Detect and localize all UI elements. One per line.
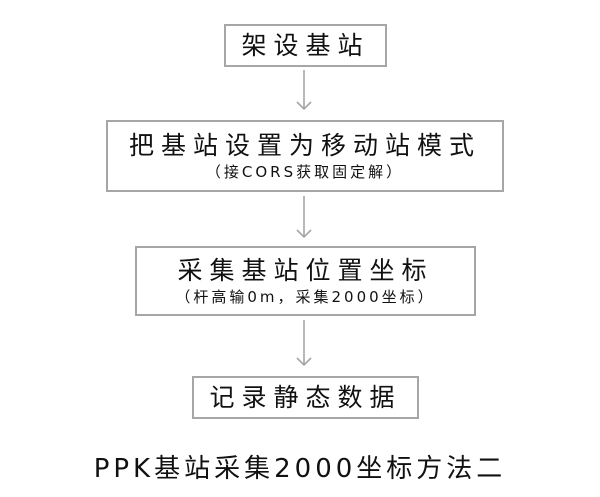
step-2-label: 把基站设置为移动站模式	[128, 130, 481, 160]
step-3-box: 采集基站位置坐标 （杆高输0m，采集2000坐标）	[135, 246, 476, 316]
step-3-note: （杆高输0m，采集2000坐标）	[175, 287, 436, 306]
arrow-down-icon	[296, 196, 312, 239]
step-4-label: 记录静态数据	[209, 382, 402, 412]
arrow-down-icon	[296, 320, 312, 367]
figure-caption: PPK基站采集2000坐标方法二	[93, 454, 507, 484]
step-2-box: 把基站设置为移动站模式 （接CORS获取固定解）	[106, 120, 504, 192]
step-2-note: （接CORS获取固定解）	[205, 162, 405, 181]
step-1-label: 架设基站	[241, 30, 370, 60]
arrow-down-icon	[296, 70, 312, 111]
step-4-box: 记录静态数据	[192, 376, 419, 419]
step-3-label: 采集基站位置坐标	[177, 255, 434, 285]
step-1-box: 架设基站	[224, 24, 387, 67]
